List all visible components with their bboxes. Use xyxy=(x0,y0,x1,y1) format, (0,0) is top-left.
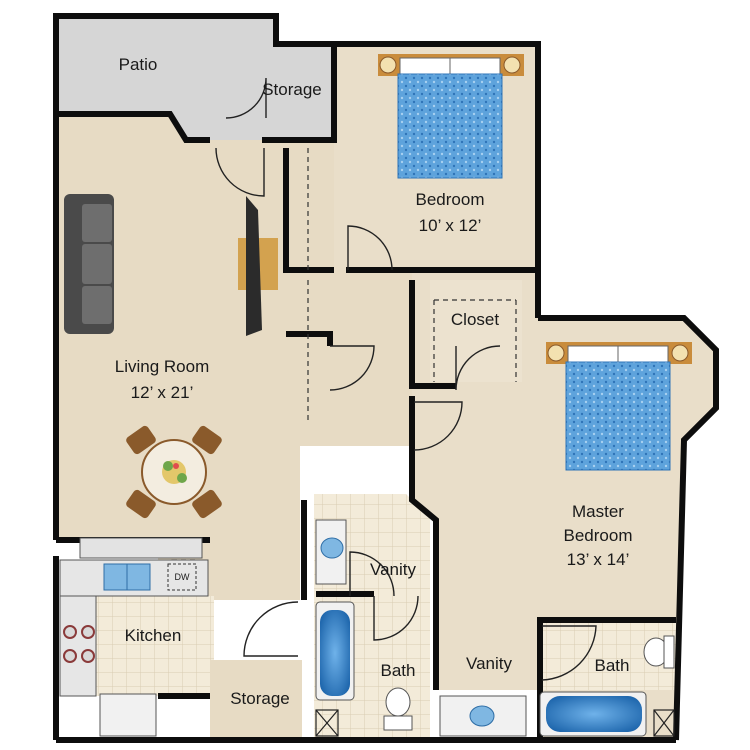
toilet-icon xyxy=(383,687,413,731)
tv-icon xyxy=(238,196,278,336)
bedroom-label: Bedroom xyxy=(416,190,485,209)
sink-icon xyxy=(439,695,527,737)
sink-icon xyxy=(315,519,347,585)
stove-icon xyxy=(63,625,95,663)
storage-bottom-label: Storage xyxy=(230,689,290,708)
closet-floor xyxy=(430,280,522,382)
patio-label: Patio xyxy=(119,55,158,74)
door-swing-icon xyxy=(347,225,393,271)
bed-icon xyxy=(546,342,692,471)
bath-master-label: Bath xyxy=(595,656,630,675)
walls xyxy=(53,13,719,743)
patio-floor xyxy=(56,16,334,140)
master-label-2: Bedroom xyxy=(564,526,633,545)
toilet-icon xyxy=(643,635,675,669)
linen-closet xyxy=(315,709,675,737)
living-floor xyxy=(56,114,412,660)
dining-table-icon xyxy=(126,425,222,519)
bathtub-icon xyxy=(315,601,355,701)
bed-icon xyxy=(378,54,524,179)
door-swing-icon xyxy=(215,147,265,197)
outer-wall-right xyxy=(538,315,719,741)
kitchen-label: Kitchen xyxy=(125,626,182,645)
living-size: 12’ x 21’ xyxy=(131,383,194,402)
door-swing-icon xyxy=(329,345,375,391)
door-swings xyxy=(215,77,597,681)
outer-wall-left xyxy=(53,13,541,540)
corridor-wall-2 xyxy=(286,331,333,346)
kitchen-counter xyxy=(59,537,209,737)
vanity-center-label: Vanity xyxy=(370,560,416,579)
dishwasher-label: DW xyxy=(175,572,190,582)
master-size: 13’ x 14’ xyxy=(567,550,630,569)
storage-top-wall xyxy=(262,44,337,143)
living-label: Living Room xyxy=(115,357,210,376)
bedroom-size: 10’ x 12’ xyxy=(419,216,482,235)
door-swing-icon xyxy=(455,345,501,391)
door-swing-icon xyxy=(413,401,463,451)
closet-label: Closet xyxy=(451,310,499,329)
door-swing-icon xyxy=(243,601,299,657)
closet-walls xyxy=(409,280,456,389)
door-swing-icon xyxy=(349,551,395,597)
master-label: Master xyxy=(572,502,624,521)
sofa-icon xyxy=(64,194,114,334)
bathtub-icon xyxy=(539,691,647,737)
kitchen-floor xyxy=(96,596,214,696)
patio-wall xyxy=(56,111,210,143)
dishwasher: DW xyxy=(167,563,197,591)
bath-center-label: Bath xyxy=(381,661,416,680)
door-swing-icon xyxy=(373,595,419,641)
storage-top-label: Storage xyxy=(262,80,322,99)
door-swing-icon xyxy=(225,77,267,119)
sink-icon xyxy=(103,563,151,591)
storage-bottom-floor xyxy=(210,660,302,740)
vanity-master-label: Vanity xyxy=(466,654,512,673)
door-swing-icon xyxy=(541,625,597,681)
room-labels: Patio Storage Bedroom 10’ x 12’ Closet L… xyxy=(115,55,633,708)
corridor-wall xyxy=(283,148,334,273)
master-inner-wall xyxy=(409,396,439,690)
